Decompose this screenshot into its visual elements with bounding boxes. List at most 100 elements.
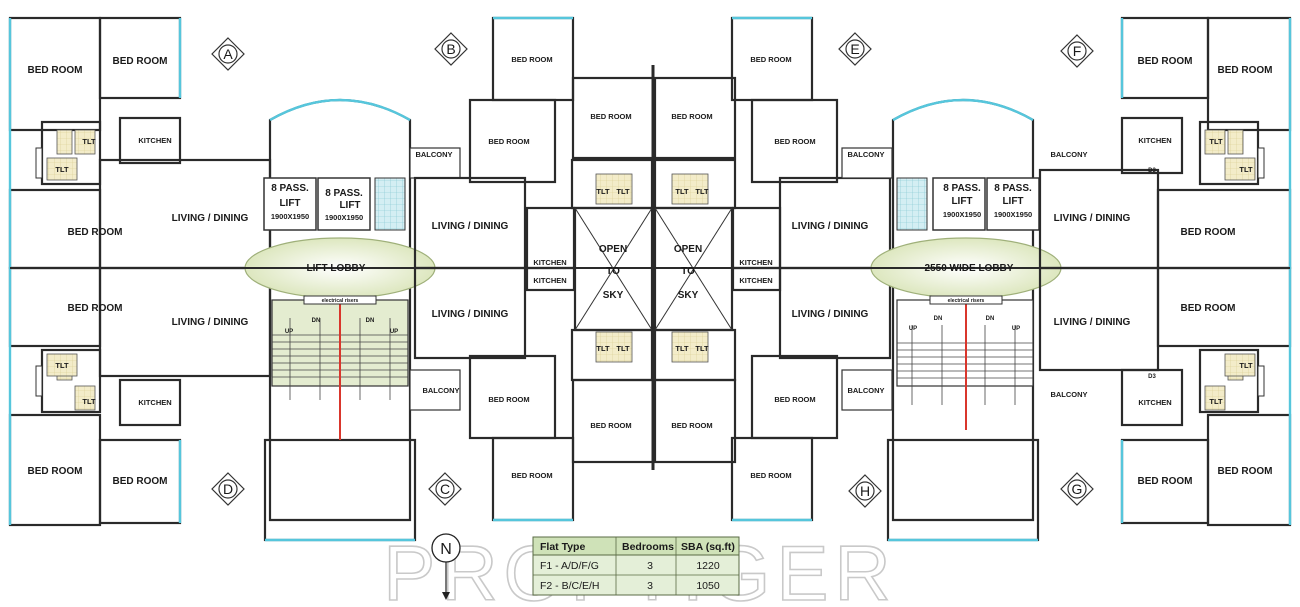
marker-e: E (838, 32, 872, 66)
label-bed-room: BED ROOM (1218, 466, 1273, 477)
svg-text:A: A (223, 46, 233, 62)
label-bed-room: BED ROOM (774, 395, 815, 404)
label-tlt: TLT (82, 397, 96, 406)
label-tlt: TLT (1239, 361, 1253, 370)
label-dn: DN (986, 316, 995, 322)
label-lift-size: 1900X1950 (271, 212, 309, 221)
lift-1 (263, 177, 317, 231)
svg-text:C: C (440, 481, 450, 497)
label-lift: LIFT (279, 198, 300, 209)
core-left (244, 98, 461, 542)
label-lift-size: 1900X1950 (994, 210, 1032, 219)
label-bed-room: BED ROOM (68, 227, 123, 238)
label-bed-room: BED ROOM (511, 55, 552, 64)
label-open: OPEN (674, 244, 702, 255)
room-kitchen-g (1120, 368, 1184, 427)
wing-right (1038, 16, 1292, 527)
table-header-bedrooms: Bedrooms (622, 541, 674, 553)
table-cell-type: F2 - B/C/E/H (540, 580, 600, 592)
marker-c: C (428, 472, 462, 506)
label-bed-room: BED ROOM (1138, 476, 1193, 487)
label-lift: LIFT (1002, 196, 1023, 207)
svg-text:E: E (850, 41, 859, 57)
label-balcony: BALCONY (415, 150, 452, 159)
label-lift-size: 1900X1950 (943, 210, 981, 219)
label-bed-room: BED ROOM (488, 395, 529, 404)
marker-h: H (848, 474, 882, 508)
marker-a: A (211, 37, 245, 71)
label-open: OPEN (599, 244, 627, 255)
label-bed-room: BED ROOM (750, 471, 791, 480)
label-lift: LIFT (339, 200, 360, 211)
label-living-dining: LIVING / DINING (432, 309, 509, 320)
core-right (841, 98, 1062, 542)
wing-left (8, 16, 272, 527)
label-bed-room: BED ROOM (590, 421, 631, 430)
label-lift-lobby: LIFT LOBBY (307, 263, 366, 274)
label-bed-room: BED ROOM (511, 471, 552, 480)
label-bed-room: BED ROOM (671, 421, 712, 430)
label-bed-room: BED ROOM (1181, 227, 1236, 238)
table-header-sba: SBA (sq.ft) (681, 541, 735, 553)
label-tlt: TLT (616, 344, 630, 353)
svg-text:B: B (446, 41, 455, 57)
label-tlt: TLT (596, 187, 610, 196)
label-tlt: TLT (675, 344, 689, 353)
label-bed-room: BED ROOM (28, 466, 83, 477)
area-table: Flat Type Bedrooms SBA (sq.ft) F1 - A/D/… (532, 536, 740, 596)
label-lift: 8 PASS. (271, 183, 309, 194)
lift-3 (932, 177, 986, 231)
label-bed-room: BED ROOM (774, 137, 815, 146)
label-up: UP (1012, 326, 1020, 332)
table-cell-type: F1 - A/D/F/G (540, 560, 599, 572)
label-lift: 8 PASS. (943, 183, 981, 194)
svg-text:H: H (860, 483, 870, 499)
label-tlt: TLT (596, 344, 610, 353)
label-kitchen: KITCHEN (739, 276, 772, 285)
label-d3: D3 (1148, 374, 1156, 380)
label-balcony: BALCONY (1050, 150, 1087, 159)
label-electrical: electrical risers (948, 298, 985, 304)
label-sky: SKY (603, 290, 624, 301)
label-bed-room: BED ROOM (750, 55, 791, 64)
label-kitchen: KITCHEN (1138, 398, 1171, 407)
svg-text:G: G (1072, 481, 1083, 497)
label-kitchen: KITCHEN (533, 276, 566, 285)
svg-text:D: D (223, 481, 233, 497)
label-electrical: electrical risers (322, 298, 359, 304)
label-kitchen: KITCHEN (1138, 136, 1171, 145)
label-kitchen: KITCHEN (138, 136, 171, 145)
room-bed-e3 (653, 76, 737, 160)
label-dn: DN (366, 318, 375, 324)
table-cell-sba: 1220 (696, 560, 720, 572)
label-tlt: TLT (1209, 137, 1223, 146)
label-tlt: TLT (695, 344, 709, 353)
lift-2 (317, 177, 371, 231)
room-bed-b2 (468, 98, 557, 184)
label-bed-room: BED ROOM (28, 65, 83, 76)
label-balcony: BALCONY (422, 386, 459, 395)
label-tlt: TLT (82, 137, 96, 146)
label-bed-room: BED ROOM (113, 476, 168, 487)
label-lift: LIFT (951, 196, 972, 207)
flat-markers: A B E F D C H G (211, 32, 1094, 508)
label-bed-room: BED ROOM (113, 56, 168, 67)
label-bed-room: BED ROOM (68, 303, 123, 314)
table-cell-bedrooms: 3 (647, 560, 653, 572)
label-balcony: BALCONY (1050, 390, 1087, 399)
label-living-dining: LIVING / DINING (792, 221, 869, 232)
label-dn: DN (934, 316, 943, 322)
north-label: N (440, 541, 452, 558)
label-kitchen: KITCHEN (533, 258, 566, 267)
label-bed-room: BED ROOM (1218, 65, 1273, 76)
label-lift: 8 PASS. (994, 183, 1032, 194)
label-bed-room: BED ROOM (590, 112, 631, 121)
label-lift-size: 1900X1950 (325, 213, 363, 222)
label-lift: 8 PASS. (325, 188, 363, 199)
label-to: TO (681, 266, 695, 277)
room-kitchen-f (1120, 116, 1184, 175)
label-living-dining: LIVING / DINING (1054, 317, 1131, 328)
table-cell-sba: 1050 (696, 580, 720, 592)
label-wide-lobby: 2550 WIDE LOBBY (925, 263, 1014, 274)
